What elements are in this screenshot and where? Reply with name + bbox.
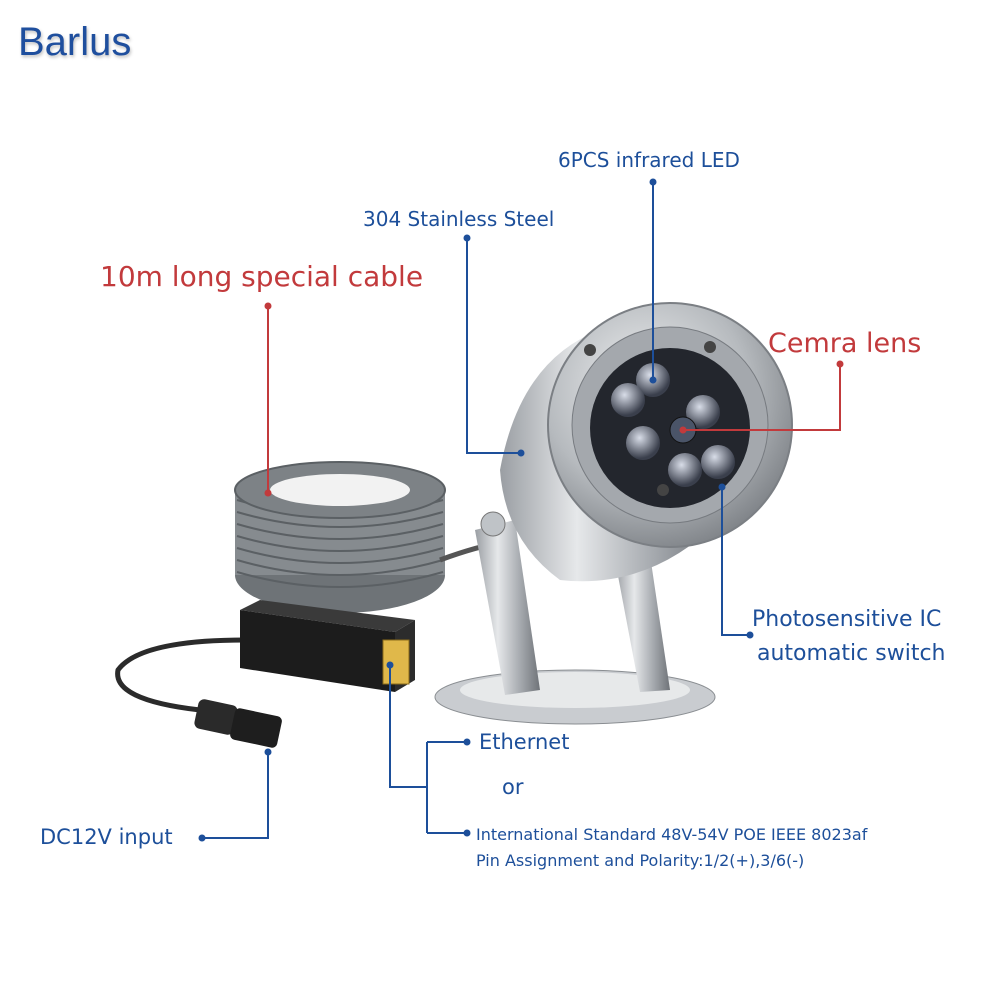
- infrared-leds: [611, 363, 735, 487]
- poe-standard-label: International Standard 48V-54V POE IEEE …: [476, 825, 868, 844]
- leader-lines: [202, 182, 841, 839]
- brand-logo: Barlus: [18, 20, 132, 64]
- cable-label: 10m long special cable: [100, 260, 424, 293]
- pin-assignment-label: Pin Assignment and Polarity:1/2(+),3/6(-…: [476, 851, 805, 870]
- camera-light: [434, 302, 793, 725]
- cable-coil: [234, 461, 516, 613]
- photosensitive-label-line2: automatic switch: [757, 641, 946, 666]
- leader-dots: [198, 178, 844, 842]
- power-cord: [115, 637, 246, 713]
- ethernet-label: Ethernet: [479, 730, 570, 754]
- infrared-led-label: 6PCS infrared LED: [558, 148, 740, 172]
- photosensitive-label-line1: Photosensitive IC: [752, 607, 942, 632]
- dc-input-label: DC12V input: [40, 825, 173, 849]
- rj45-port: [382, 639, 410, 685]
- or-label: or: [502, 775, 524, 799]
- poe-splitter-box: [240, 600, 415, 692]
- dc-jack: [194, 699, 282, 748]
- camera-lens-label: Cemra lens: [768, 328, 922, 359]
- stainless-steel-label: 304 Stainless Steel: [363, 207, 555, 231]
